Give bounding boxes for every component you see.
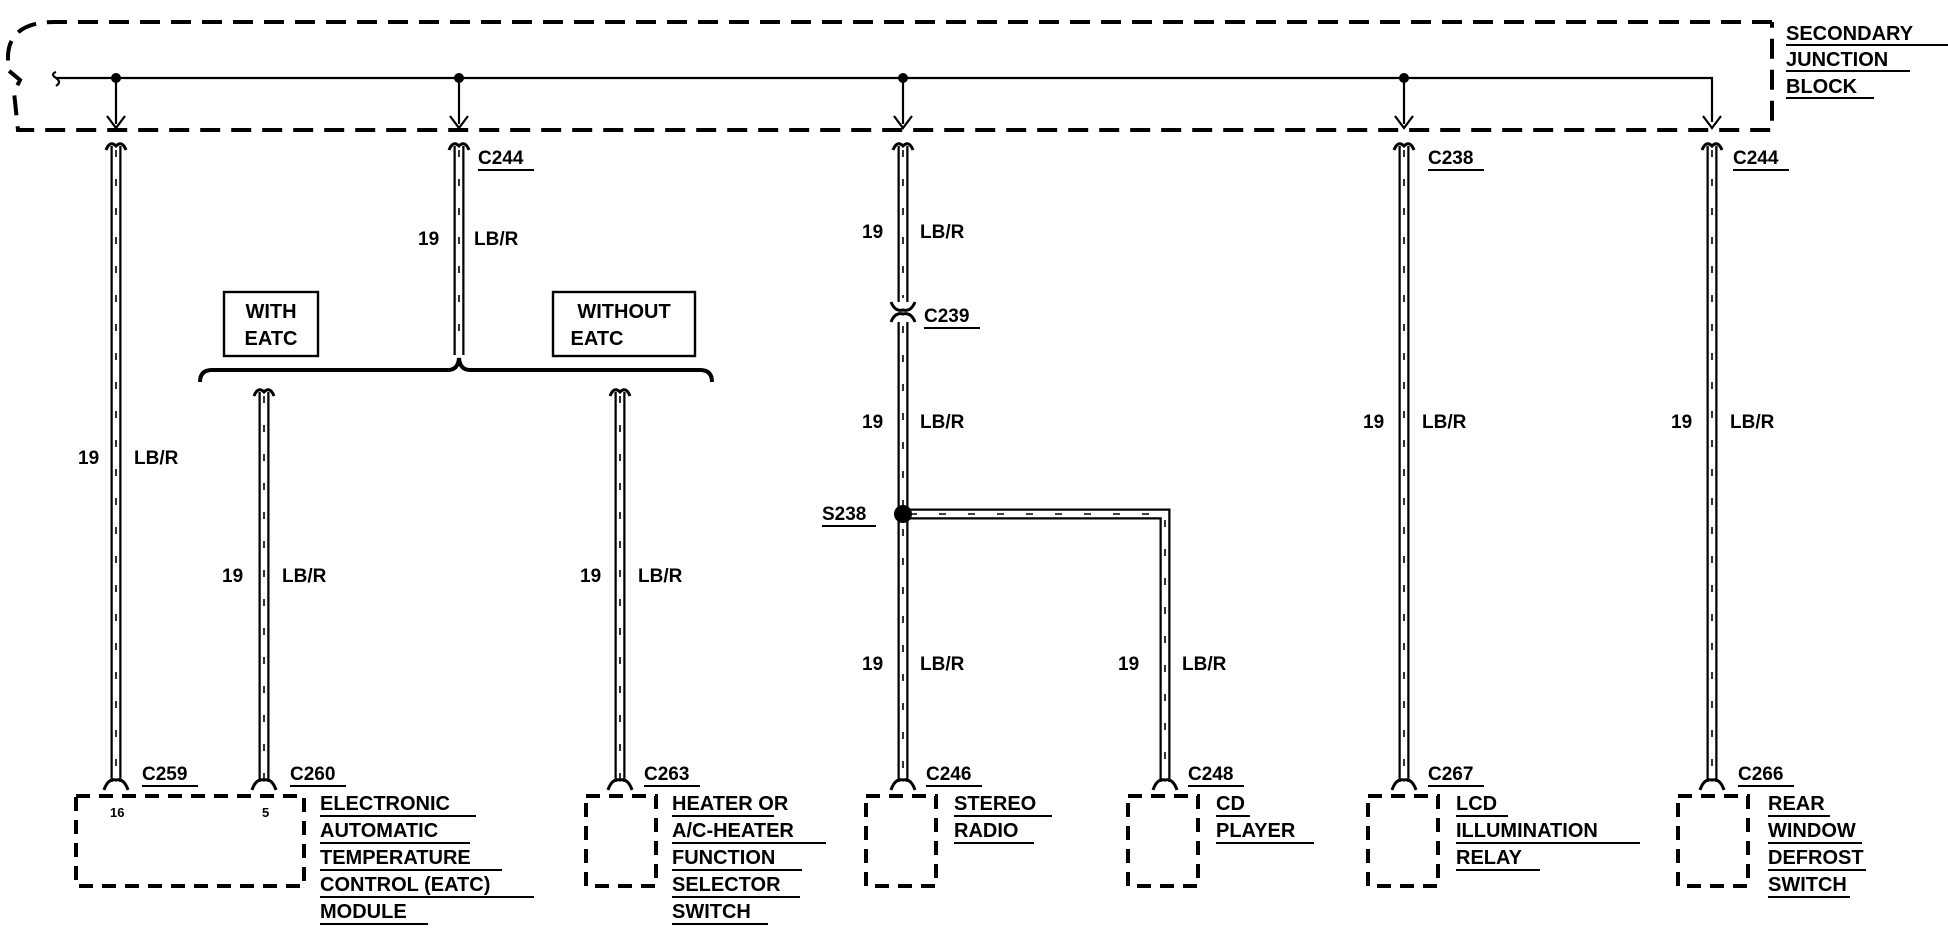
color-with-eatc: LB/R (282, 566, 327, 587)
junction-block-label-1: SECONDARY (1786, 23, 1914, 45)
rear-defrost-box (1676, 794, 1750, 888)
eatc-label-1: ELECTRONIC (320, 793, 450, 815)
with-eatc-label-1: WITH (245, 301, 296, 323)
connector-c248: C248 (1188, 764, 1233, 785)
gauge-rear-defrost: 19 (1671, 412, 1692, 433)
color-radio-lower: LB/R (920, 654, 965, 675)
gauge-radio-middle: 19 (862, 412, 883, 433)
cd-label-1: CD (1216, 793, 1245, 815)
gauge-without-eatc: 19 (580, 566, 601, 587)
connector-c259: C259 (142, 764, 187, 785)
connector-c239: C239 (924, 306, 969, 327)
junction-block-label-2: JUNCTION (1786, 49, 1888, 71)
wires (110, 146, 1718, 782)
junction-block-bus (56, 76, 1714, 122)
bus-start-squiggle (51, 70, 61, 87)
color-cd-player: LB/R (1182, 654, 1227, 675)
heater-label-2: A/C-HEATER (672, 820, 794, 842)
splice-s238: S238 (822, 504, 912, 527)
stereo-radio-box (864, 794, 938, 888)
connector-c260: C260 (290, 764, 335, 785)
without-eatc-label-2: EATC (571, 328, 624, 350)
color-rear-defrost: LB/R (1730, 412, 1775, 433)
color-radio-middle: LB/R (920, 412, 965, 433)
eatc-label-2: AUTOMATIC (320, 820, 438, 842)
without-eatc-label-1: WITHOUT (577, 301, 670, 323)
lcd-label-2: ILLUMINATION (1456, 820, 1598, 842)
defrost-label-2: WINDOW (1768, 820, 1856, 842)
connector-labels: C244 C238 C244 C239 C259 C260 C263 C246 … (110, 148, 1794, 820)
gauge-lcd-relay: 19 (1363, 412, 1384, 433)
connector-c244-top: C244 (478, 148, 524, 169)
color-lcd-relay: LB/R (1422, 412, 1467, 433)
without-eatc-box (551, 290, 697, 358)
gauge-radio-lower: 19 (862, 654, 883, 675)
gauge-radio-upper: 19 (862, 222, 883, 243)
cd-label-2: PLAYER (1216, 820, 1296, 842)
connector-c263: C263 (644, 764, 689, 785)
defrost-label-3: DEFROST (1768, 847, 1864, 869)
lcd-label-1: LCD (1456, 793, 1497, 815)
pin-16: 16 (110, 805, 124, 820)
lcd-label-3: RELAY (1456, 847, 1523, 869)
connector-c246: C246 (926, 764, 971, 785)
radio-label-2: RADIO (954, 820, 1018, 842)
bus-drops (114, 78, 1406, 124)
gauge-cd-player: 19 (1118, 654, 1139, 675)
lcd-relay-box (1366, 794, 1440, 888)
heater-label-4: SELECTOR (672, 874, 781, 896)
gauge-eatc-direct: 19 (78, 448, 99, 469)
gauge-branch-c244: 19 (418, 229, 439, 250)
with-eatc-label-2: EATC (245, 328, 298, 350)
junction-block-outline (6, 20, 1774, 132)
radio-label-1: STEREO (954, 793, 1036, 815)
connector-c244-right: C244 (1733, 148, 1779, 169)
option-brace: WITH EATC WITHOUT EATC (198, 290, 714, 383)
junction-block-label-3: BLOCK (1786, 76, 1858, 98)
wire-labels: 19 LB/R 19 LB/R 19 LB/R 19 LB/R 19 LB/R … (78, 222, 1775, 675)
component-boxes (74, 794, 1750, 888)
color-branch-c244: LB/R (474, 229, 519, 250)
defrost-label-4: SWITCH (1768, 874, 1847, 896)
heater-label-1: HEATER OR (672, 793, 789, 815)
eatc-label-3: TEMPERATURE (320, 847, 471, 869)
defrost-label-1: REAR (1768, 793, 1825, 815)
with-eatc-box (222, 290, 320, 358)
eatc-label-4: CONTROL (EATC) (320, 874, 490, 896)
color-without-eatc: LB/R (638, 566, 683, 587)
splice-label: S238 (822, 504, 866, 525)
eatc-label-5: MODULE (320, 901, 407, 923)
heater-label-5: SWITCH (672, 901, 751, 923)
cd-player-box (1126, 794, 1200, 888)
gauge-with-eatc: 19 (222, 566, 243, 587)
color-eatc-direct: LB/R (134, 448, 179, 469)
heater-switch-box (584, 794, 658, 888)
connector-c238: C238 (1428, 148, 1473, 169)
wire-cd-player (903, 508, 1171, 782)
eatc-module-box (74, 794, 306, 888)
color-radio-upper: LB/R (920, 222, 965, 243)
connector-c267: C267 (1428, 764, 1473, 785)
bus-arrowheads (106, 115, 1722, 130)
pin-5: 5 (262, 805, 269, 820)
connector-symbols (102, 142, 1726, 791)
component-labels: ELECTRONIC AUTOMATIC TEMPERATURE CONTROL… (320, 793, 1866, 925)
secondary-junction-block: SECONDARY JUNCTION BLOCK (6, 20, 1948, 132)
heater-label-3: FUNCTION (672, 847, 775, 869)
connector-c266: C266 (1738, 764, 1783, 785)
